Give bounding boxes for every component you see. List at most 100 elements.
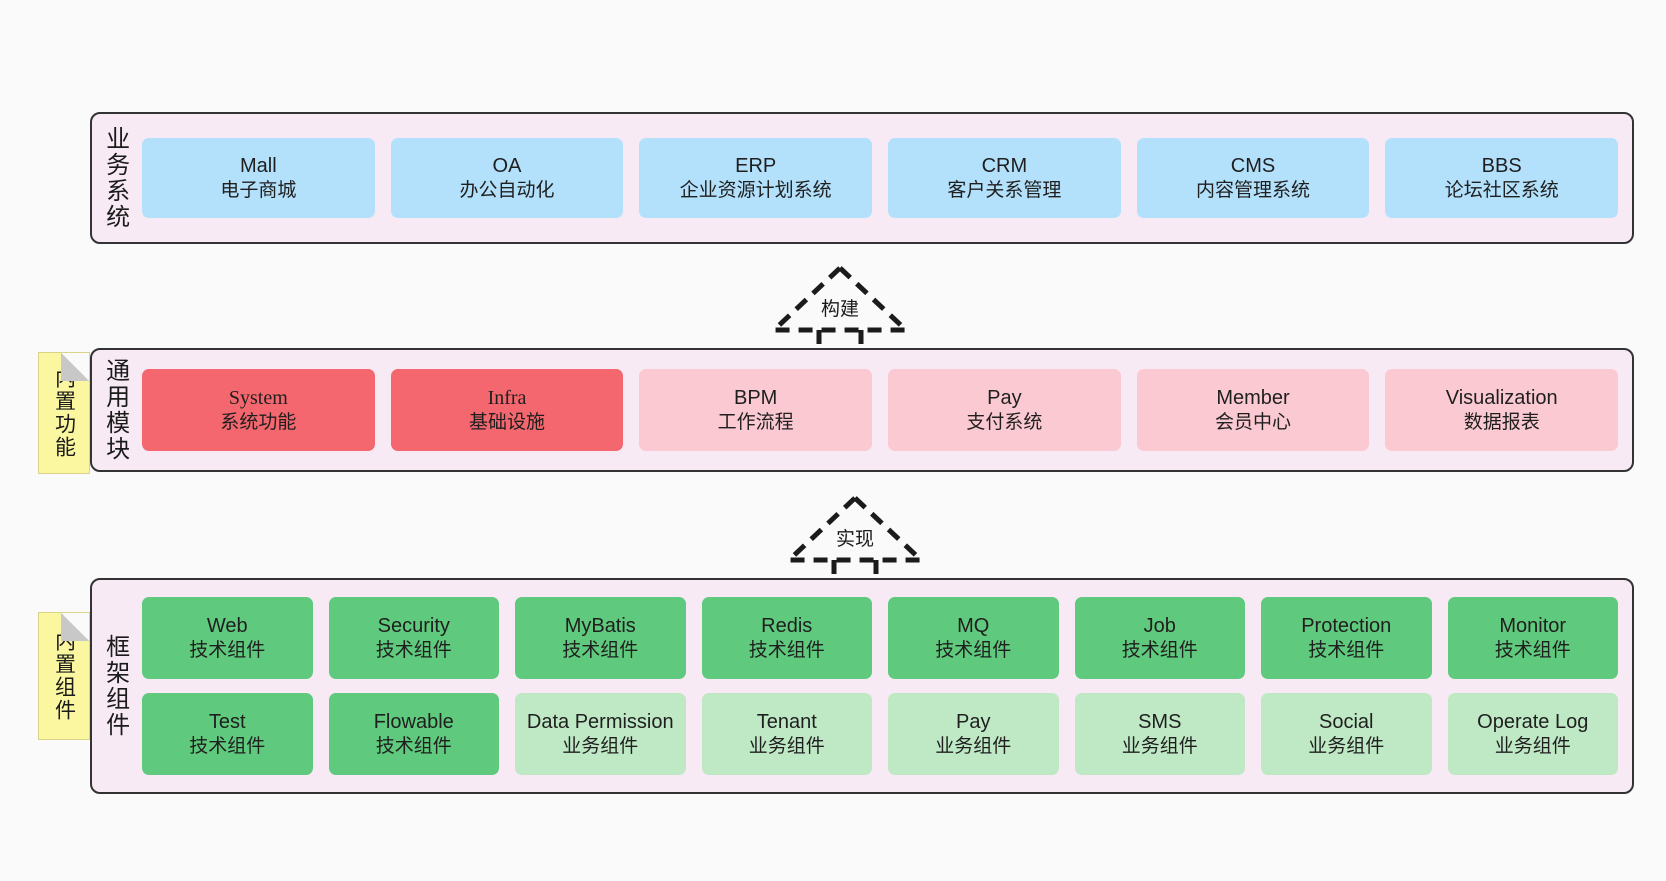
- box-security[interactable]: Security 技术组件: [328, 597, 499, 679]
- box-monitor[interactable]: Monitor 技术组件: [1447, 597, 1618, 679]
- box-subtitle: 企业资源计划系统: [679, 179, 832, 201]
- box-mq[interactable]: MQ 技术组件: [888, 597, 1059, 679]
- box-crm[interactable]: CRM 客户关系管理: [888, 138, 1121, 218]
- box-flowable[interactable]: Flowable 技术组件: [328, 693, 499, 775]
- box-title: OA: [492, 155, 522, 178]
- box-title: ERP: [735, 155, 777, 178]
- connector-implement-label: 实现: [835, 529, 875, 550]
- box-test[interactable]: Test 技术组件: [142, 693, 313, 775]
- box-title: Flowable: [373, 711, 454, 734]
- box-bbs[interactable]: BBS 论坛社区系统: [1385, 138, 1619, 218]
- sticky-note-label: 内置功能: [52, 367, 76, 459]
- box-title: Monitor: [1499, 615, 1567, 638]
- box-job[interactable]: Job 技术组件: [1074, 597, 1245, 679]
- box-subtitle: 客户关系管理: [947, 179, 1062, 201]
- layer-business-system-body: Mall 电子商城 OA 办公自动化 ERP 企业资源计划系统 CRM 客户关系…: [138, 114, 1632, 242]
- box-pay-component[interactable]: Pay 业务组件: [888, 693, 1059, 775]
- box-subtitle: 技术组件: [562, 639, 639, 661]
- box-sms[interactable]: SMS 业务组件: [1074, 693, 1245, 775]
- box-title: Visualization: [1445, 387, 1558, 410]
- layer-framework-component: 框架组件 Web 技术组件 Security 技术组件 MyBatis 技术组件…: [90, 578, 1634, 794]
- box-title: Social: [1319, 711, 1374, 734]
- box-subtitle: 数据报表: [1463, 411, 1540, 433]
- layer-business-system-title: 业务系统: [101, 126, 129, 230]
- box-system[interactable]: System 系统功能: [142, 369, 375, 451]
- sticky-note-builtin-function: 内置功能: [38, 352, 90, 474]
- box-subtitle: 会员中心: [1215, 411, 1292, 433]
- box-subtitle: 技术组件: [375, 639, 452, 661]
- box-subtitle: 支付系统: [966, 411, 1043, 433]
- box-operate-log[interactable]: Operate Log 业务组件: [1447, 693, 1618, 775]
- box-subtitle: 技术组件: [1494, 639, 1571, 661]
- box-subtitle: 论坛社区系统: [1444, 179, 1559, 201]
- connector-implement: 实现: [775, 492, 935, 588]
- layer-common-module: 通用模块 System 系统功能 Infra 基础设施 BPM 工作流程 Pay…: [90, 348, 1634, 472]
- box-subtitle: 技术组件: [935, 639, 1012, 661]
- box-title: Security: [377, 615, 450, 638]
- box-row: Test 技术组件 Flowable 技术组件 Data Permission …: [142, 693, 1618, 775]
- box-oa[interactable]: OA 办公自动化: [390, 138, 624, 218]
- box-infra[interactable]: Infra 基础设施: [390, 369, 624, 451]
- box-bpm[interactable]: BPM 工作流程: [639, 369, 873, 451]
- box-subtitle: 系统功能: [220, 411, 297, 433]
- box-subtitle: 技术组件: [189, 735, 266, 757]
- layer-framework-component-body: Web 技术组件 Security 技术组件 MyBatis 技术组件 Redi…: [138, 580, 1632, 792]
- box-title: BPM: [734, 387, 778, 410]
- sticky-note-label: 内置组件: [52, 630, 76, 722]
- box-title: Protection: [1301, 615, 1392, 638]
- box-redis[interactable]: Redis 技术组件: [701, 597, 872, 679]
- box-mybatis[interactable]: MyBatis 技术组件: [515, 597, 686, 679]
- connector-build-label: 构建: [820, 299, 860, 320]
- layer-common-module-title: 通用模块: [101, 358, 129, 462]
- box-subtitle: 业务组件: [1308, 735, 1385, 757]
- box-title: CMS: [1230, 155, 1276, 178]
- box-web[interactable]: Web 技术组件: [142, 597, 313, 679]
- box-subtitle: 业务组件: [1121, 735, 1198, 757]
- box-subtitle: 业务组件: [935, 735, 1012, 757]
- box-title: MyBatis: [564, 615, 636, 638]
- layer-framework-component-title: 框架组件: [101, 634, 129, 738]
- sticky-note-builtin-component: 内置组件: [38, 612, 90, 740]
- box-pay[interactable]: Pay 支付系统: [888, 369, 1121, 451]
- box-title: BBS: [1481, 155, 1522, 178]
- layer-business-system: 业务系统 Mall 电子商城 OA 办公自动化 ERP 企业资源计划系统 CRM…: [90, 112, 1634, 244]
- box-subtitle: 工作流程: [717, 411, 794, 433]
- box-tenant[interactable]: Tenant 业务组件: [701, 693, 872, 775]
- box-row: Web 技术组件 Security 技术组件 MyBatis 技术组件 Redi…: [142, 597, 1618, 679]
- box-title: System: [228, 387, 288, 410]
- box-subtitle: 技术组件: [189, 639, 266, 661]
- box-subtitle: 技术组件: [1308, 639, 1385, 661]
- box-visualization[interactable]: Visualization 数据报表: [1385, 369, 1619, 451]
- box-mall[interactable]: Mall 电子商城: [142, 138, 375, 218]
- box-subtitle: 业务组件: [1494, 735, 1571, 757]
- box-title: SMS: [1138, 711, 1182, 734]
- box-title: Tenant: [756, 711, 817, 734]
- box-subtitle: 技术组件: [375, 735, 452, 757]
- box-title: Pay: [956, 711, 991, 734]
- box-title: Operate Log: [1477, 711, 1589, 734]
- box-subtitle: 业务组件: [748, 735, 825, 757]
- box-row: Mall 电子商城 OA 办公自动化 ERP 企业资源计划系统 CRM 客户关系…: [142, 138, 1619, 218]
- box-subtitle: 电子商城: [220, 179, 297, 201]
- box-title: Member: [1216, 387, 1290, 410]
- box-title: Test: [208, 711, 246, 734]
- box-title: CRM: [981, 155, 1028, 178]
- box-title: Job: [1143, 615, 1176, 638]
- box-subtitle: 技术组件: [748, 639, 825, 661]
- box-cms[interactable]: CMS 内容管理系统: [1136, 138, 1370, 218]
- box-subtitle: 技术组件: [1121, 639, 1198, 661]
- box-title: Redis: [761, 615, 813, 638]
- box-erp[interactable]: ERP 企业资源计划系统: [639, 138, 873, 218]
- box-protection[interactable]: Protection 技术组件: [1261, 597, 1432, 679]
- box-social[interactable]: Social 业务组件: [1261, 693, 1432, 775]
- layer-common-module-body: System 系统功能 Infra 基础设施 BPM 工作流程 Pay 支付系统…: [138, 350, 1632, 470]
- box-row: System 系统功能 Infra 基础设施 BPM 工作流程 Pay 支付系统…: [142, 369, 1619, 451]
- box-member[interactable]: Member 会员中心: [1136, 369, 1370, 451]
- box-subtitle: 内容管理系统: [1196, 179, 1311, 201]
- box-subtitle: 基础设施: [469, 411, 546, 433]
- box-data-permission[interactable]: Data Permission 业务组件: [515, 693, 686, 775]
- box-title: Data Permission: [526, 711, 674, 734]
- box-title: Web: [206, 615, 248, 638]
- box-title: MQ: [957, 615, 990, 638]
